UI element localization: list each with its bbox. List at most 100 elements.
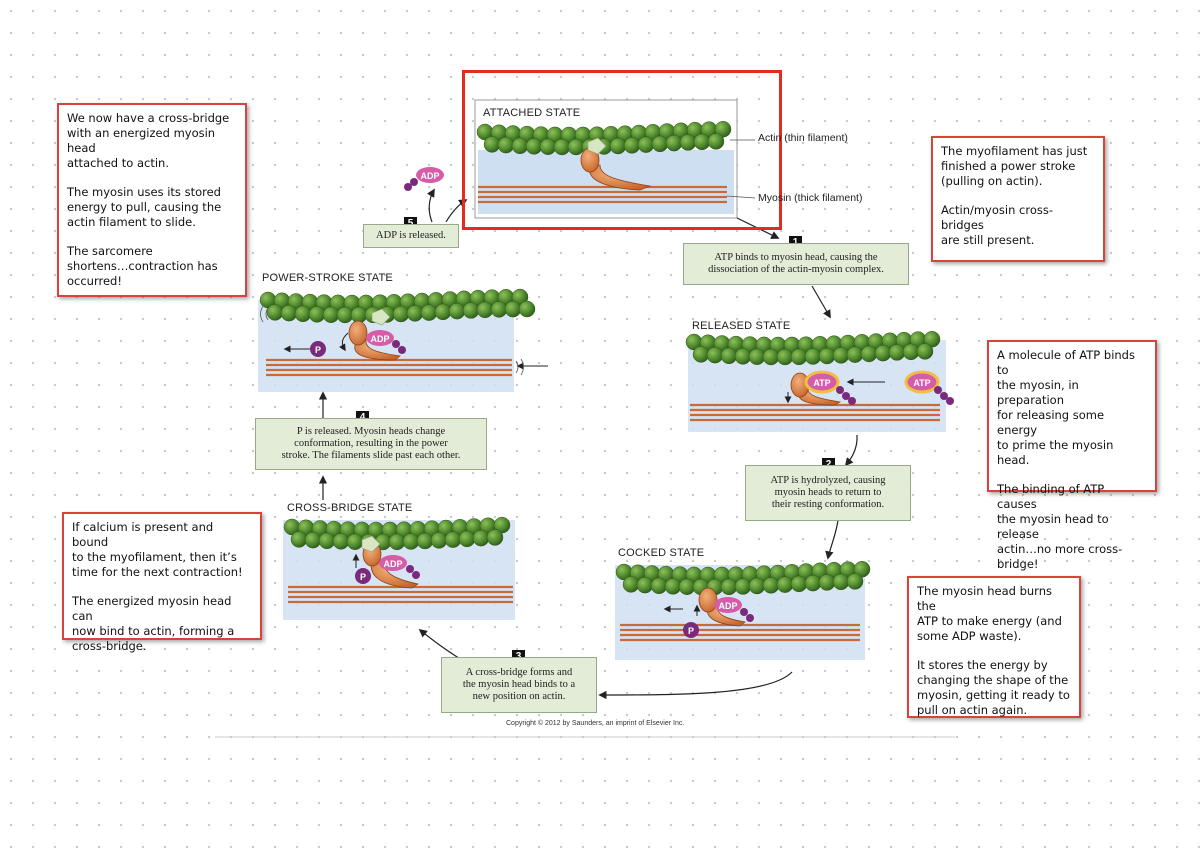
myosin-leader-line	[726, 195, 756, 199]
actin-bead	[762, 348, 780, 366]
actin-bead	[430, 532, 448, 549]
note-paragraph: The sarcomere shortens…contraction has o…	[67, 244, 218, 288]
myosin-head-power	[348, 308, 401, 361]
cross-bridge-state-label: CROSS-BRIDGE STATE	[287, 502, 413, 514]
actin-bead	[448, 302, 466, 320]
phosphate-cross-bridge: P	[355, 568, 371, 584]
actin-bead	[692, 346, 710, 363]
actin-filament-cocked	[615, 560, 871, 596]
actin-bead	[664, 578, 682, 595]
actin-filament-power	[259, 288, 536, 324]
actin-bead	[846, 573, 864, 590]
actin-bead	[650, 577, 668, 595]
actin-bead	[818, 347, 836, 365]
actin-bead	[748, 577, 766, 595]
actin-bead	[707, 133, 725, 150]
motion-arrows	[283, 332, 885, 616]
step-box: ATP binds to myosin head, causing the di…	[683, 243, 909, 285]
actin-bead	[790, 575, 808, 593]
note-paragraph: If calcium is present and bound to the m…	[72, 520, 243, 579]
p-label: P	[360, 572, 366, 582]
vibration-marks	[260, 305, 524, 376]
note-cross-bridge-state: If calcium is present and bound to the m…	[62, 512, 262, 653]
atp-label: ATP	[913, 378, 930, 388]
actin-bead	[462, 302, 480, 319]
actin-filament-attached	[476, 120, 732, 156]
actin-bead	[748, 348, 766, 365]
attached-state-label: ATTACHED STATE	[483, 107, 581, 119]
adp-molecule-released-top: ADP	[404, 167, 444, 191]
myosin-filament-power	[266, 358, 512, 377]
actin-bead	[678, 578, 696, 595]
actin-bead	[720, 578, 738, 596]
actin-bead	[490, 301, 508, 318]
actin-bead	[444, 531, 462, 548]
actin-bead	[304, 531, 322, 549]
adp-molecule-cocked: ADP	[714, 597, 754, 622]
actin-bead	[266, 304, 284, 321]
copyright: Copyright © 2012 by Saunders, an imprint…	[506, 720, 685, 727]
actin-bead	[420, 304, 438, 321]
step-box: P is released. Myosin heads change confo…	[255, 418, 487, 470]
actin-bead	[476, 301, 494, 319]
step-box: ADP is released.	[363, 224, 459, 248]
actin-bead	[280, 304, 298, 322]
attached-state-highlight	[462, 70, 782, 230]
actin-bead	[734, 578, 752, 595]
actin-bead	[762, 577, 780, 594]
actin-bead	[434, 303, 452, 321]
actin-bead	[472, 529, 490, 547]
actin-bead	[332, 533, 350, 550]
actin-bead	[486, 529, 504, 546]
power-stroke-state-label: POWER-STROKE STATE	[262, 272, 393, 284]
actin-bead	[832, 573, 850, 591]
actin-label: Actin (thin filament)	[758, 132, 848, 144]
adp-label: ADP	[420, 171, 439, 181]
step-box: ATP is hydrolyzed, causing myosin heads …	[745, 465, 911, 521]
myosin-head-attached	[580, 137, 652, 191]
myosin-label: Myosin (thick filament)	[758, 192, 863, 204]
cocked-state-label: COCKED STATE	[618, 547, 705, 559]
actin-bead	[720, 347, 738, 365]
actin-bead	[818, 574, 836, 591]
actin-bead	[318, 532, 336, 550]
released-state-label: RELEASED STATE	[692, 320, 791, 332]
myosin-filament-cocked	[620, 623, 860, 642]
note-paragraph: A molecule of ATP binds to the myosin, i…	[997, 348, 1135, 467]
myosin-filament-cross-bridge	[288, 585, 513, 604]
note-paragraph: The myosin head burns the ATP to make en…	[917, 584, 1062, 643]
actin-bead	[458, 530, 476, 548]
actin-bead	[776, 576, 794, 593]
actin-bead	[388, 533, 406, 551]
actin-bead	[874, 344, 892, 362]
actin-bead	[916, 343, 934, 360]
note-paragraph: We now have a cross-bridge with an energ…	[67, 111, 230, 170]
note-paragraph: The myosin uses its stored energy to pul…	[67, 185, 222, 229]
atp-molecule-bound: ATP	[804, 370, 856, 405]
note-paragraph: The myofilament has just finished a powe…	[941, 144, 1088, 188]
note-attached-state: The myofilament has just finished a powe…	[931, 136, 1105, 262]
actin-bead	[776, 348, 794, 366]
p-label: P	[315, 345, 321, 355]
actin-bead	[518, 300, 536, 318]
atp-molecule-free: ATP	[904, 370, 954, 405]
phosphate-cocked: P	[683, 622, 699, 638]
actin-bead	[346, 533, 364, 550]
actin-bead	[416, 532, 434, 550]
actin-filament-released	[685, 330, 941, 366]
p-label: P	[688, 626, 694, 636]
actin-bead	[294, 305, 312, 323]
actin-bead	[804, 348, 822, 365]
actin-bead	[406, 305, 424, 322]
actin-bead	[336, 306, 354, 324]
phosphate-power: P	[310, 341, 326, 357]
adp-label: ADP	[383, 559, 402, 569]
myosin-filament-attached	[478, 185, 727, 204]
actin-bead	[734, 348, 752, 365]
actin-bead	[322, 306, 340, 323]
actin-bead	[392, 305, 410, 323]
actin-bead	[846, 346, 864, 363]
atp-label: ATP	[813, 378, 830, 388]
actin-bead	[790, 348, 808, 366]
note-paragraph: Actin/myosin cross-bridges are still pre…	[941, 203, 1053, 247]
